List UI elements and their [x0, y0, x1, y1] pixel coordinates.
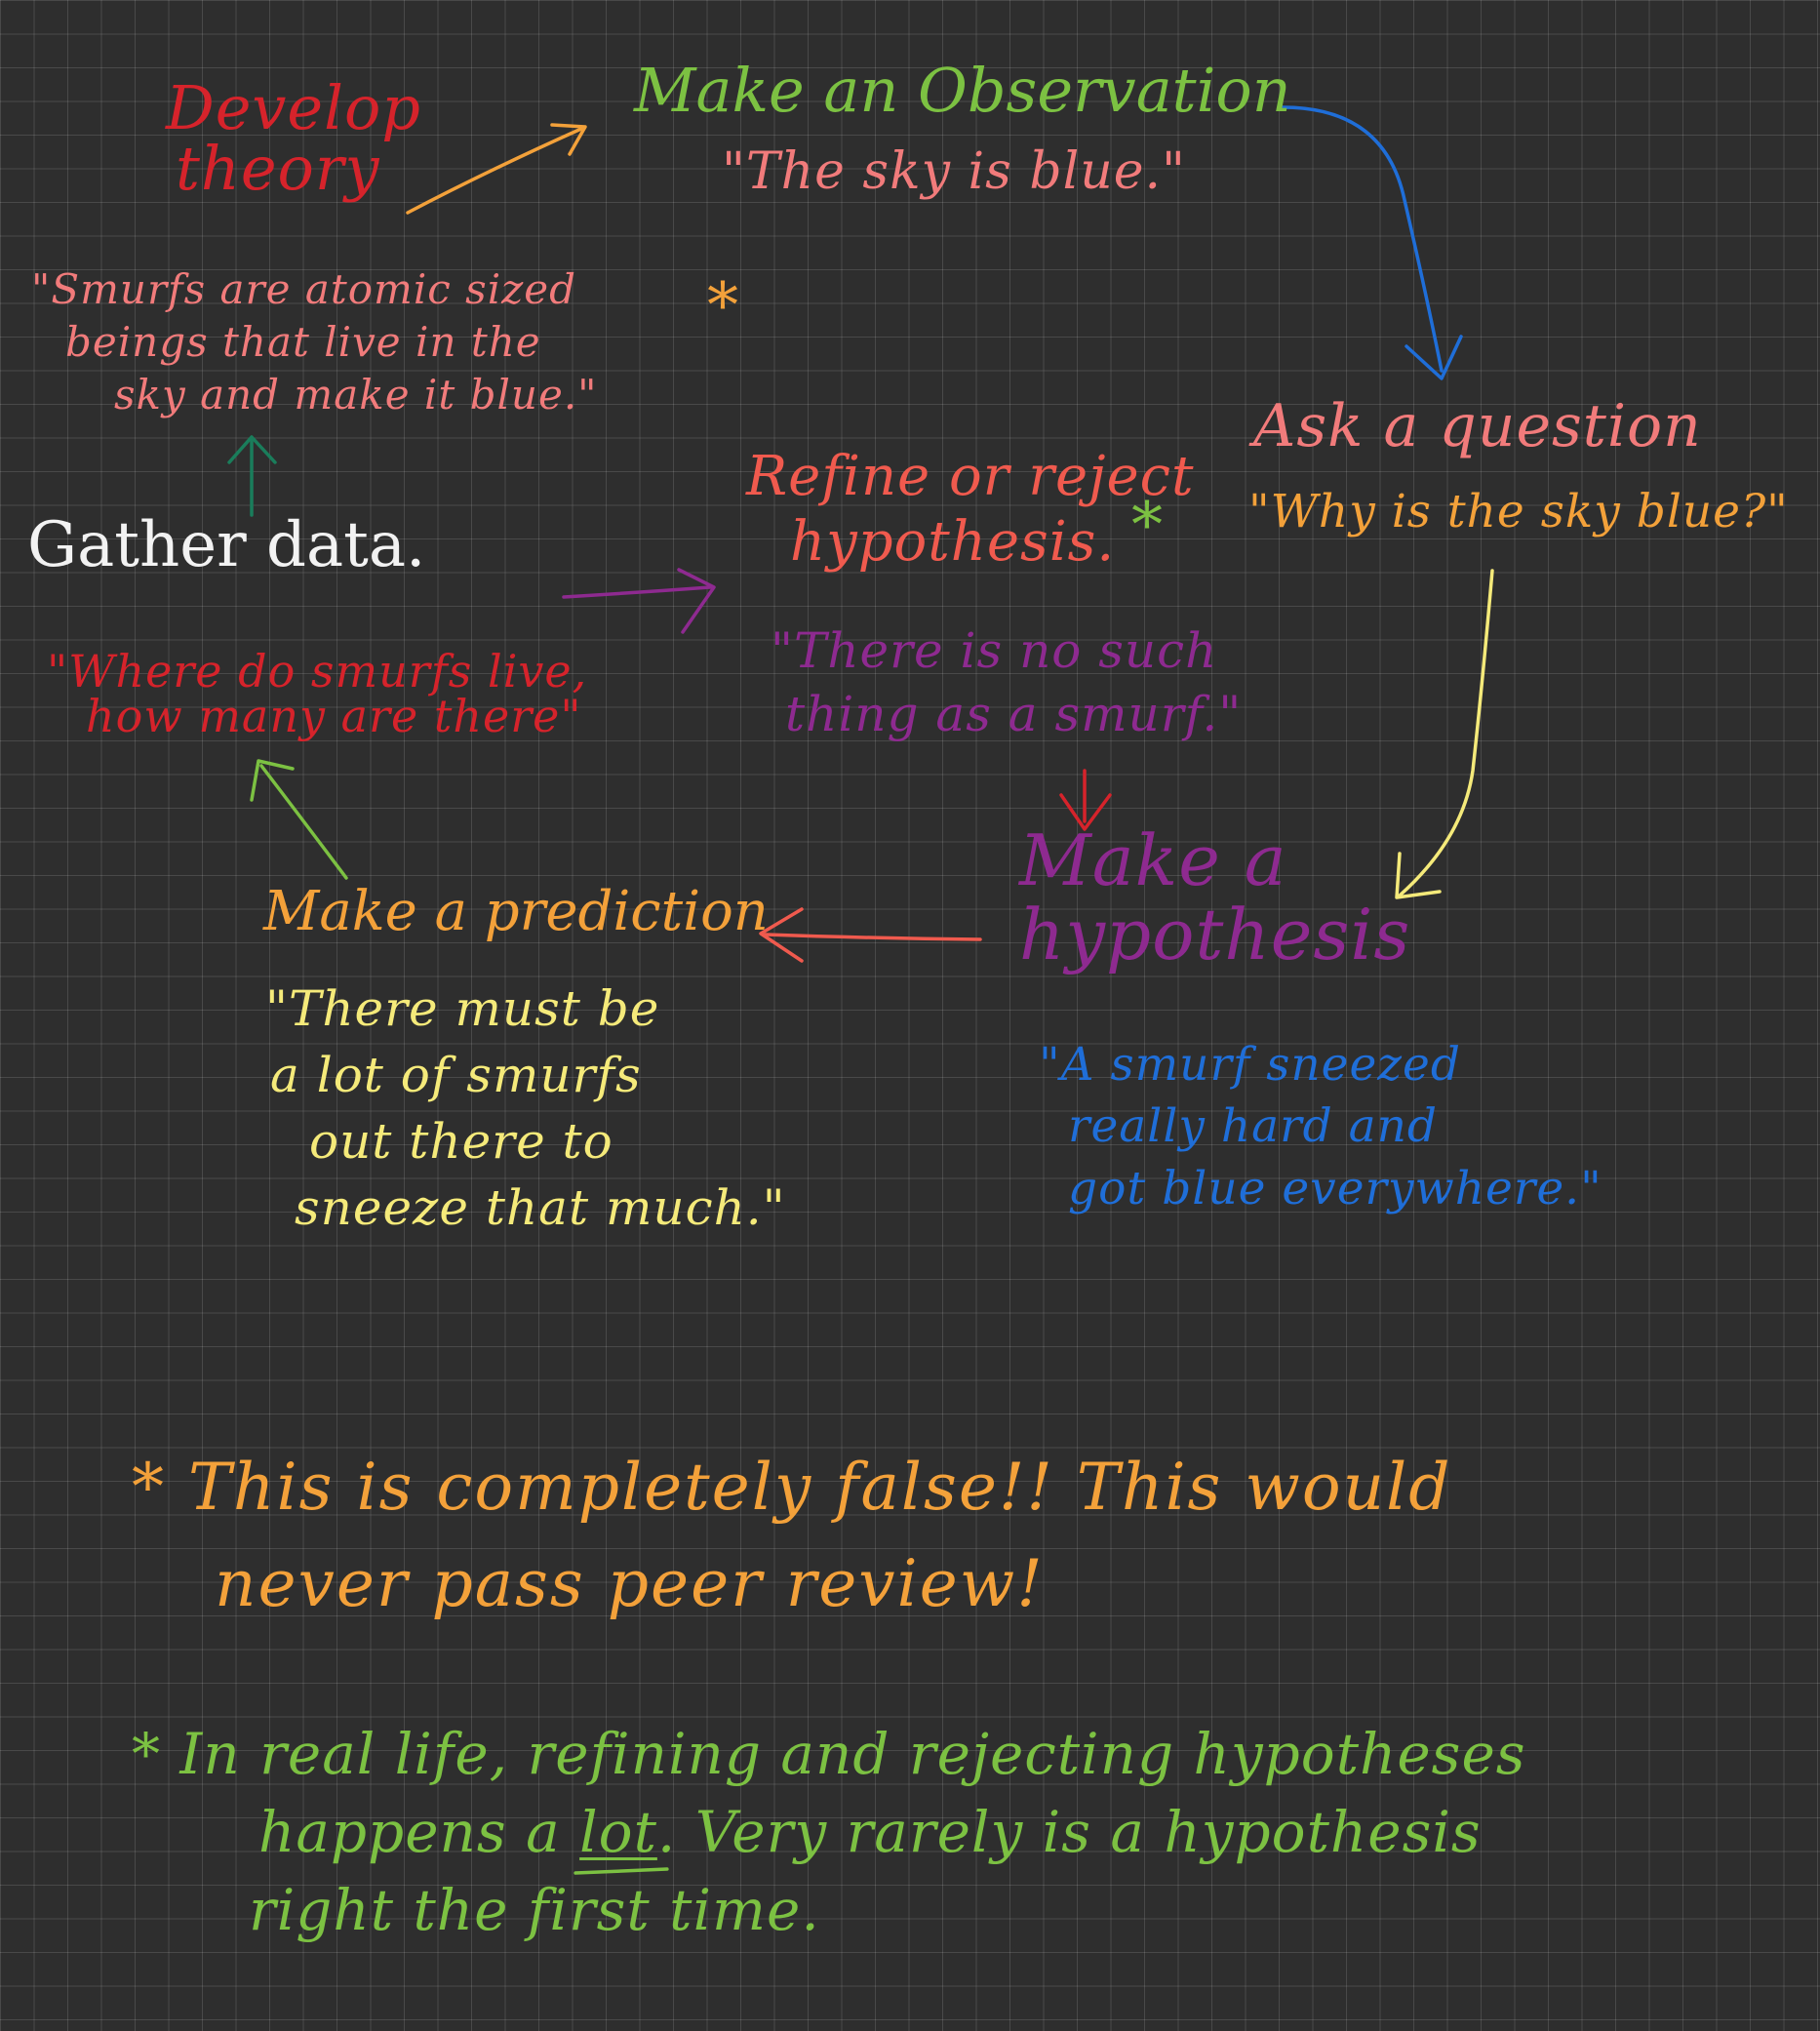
theory-asterisk: * — [707, 270, 739, 342]
footnote-peer-review: * This is completely false!! This would … — [132, 1439, 1452, 1632]
arrow-head — [227, 435, 277, 464]
arrow-prediction-to-gather — [250, 759, 348, 880]
arrow-observation-to-question — [1281, 105, 1463, 380]
develop-theory-title: Develop theory — [166, 78, 421, 199]
theory-quote-line1: "Smurfs are atomic sized — [31, 265, 577, 313]
hypothesis-quote-line2: really hard and — [1068, 1099, 1439, 1154]
theory-quote-line2: beings that live in the — [65, 317, 541, 366]
arrow-develop-theory-to-observation — [406, 123, 587, 215]
prediction-quote-line1: "There must be — [265, 980, 660, 1037]
refine-quote-line1: "There is no such — [771, 622, 1218, 679]
refine-asterisk: * — [1131, 490, 1164, 562]
arrow-question-to-hypothesis — [1395, 569, 1494, 899]
arrow-hypothesis-to-prediction — [759, 907, 982, 963]
theory-quote-line3: sky and make it blue." — [114, 370, 598, 418]
footnote-real-life: * In real life, refining and rejecting h… — [132, 1715, 1526, 1949]
arrow-line — [406, 127, 583, 215]
arrow-head — [550, 123, 587, 156]
observation-quote: "The sky is blue." — [722, 142, 1186, 201]
footnote-peer-review-line2: never pass peer review! — [215, 1546, 1045, 1621]
gather-quote: "Where do smurfs live, how many are ther… — [47, 649, 587, 738]
footnote-real-life-line2-end: . Very rarely is a hypothesis — [656, 1799, 1482, 1866]
prediction-quote-line2: a lot of smurfs — [270, 1047, 642, 1103]
theory-quote: "Smurfs are atomic sized beings that liv… — [31, 263, 597, 420]
refine-title-line2: hypothesis. — [790, 510, 1116, 575]
arrow-head — [250, 759, 295, 802]
prediction-quote: "There must be a lot of smurfs out there… — [265, 976, 786, 1241]
arrow-line — [1398, 569, 1494, 897]
prediction-title: Make a prediction — [263, 880, 769, 943]
arrow-line — [562, 585, 712, 599]
arrow-gather-to-refine — [562, 568, 716, 634]
footnote-real-life-line2: happens a lot. Very rarely is a hypothes… — [132, 1793, 1526, 1871]
footnote-peer-review-line1: * This is completely false!! This would — [132, 1450, 1452, 1525]
hypothesis-title-line1: Make a — [1019, 819, 1287, 901]
arrow-gather-to-develop-theory — [227, 435, 277, 517]
arrow-head — [677, 568, 716, 634]
prediction-quote-line4: sneeze that much." — [295, 1179, 786, 1236]
gather-quote-line2: how many are there" — [86, 690, 582, 742]
refine-title: Refine or reject hypothesis. — [746, 444, 1195, 575]
observation-title: Make an Observation — [634, 55, 1291, 126]
refine-quote-line2: thing as a smurf." — [785, 686, 1243, 742]
arrow-line — [1281, 105, 1444, 373]
arrow-line — [259, 764, 348, 880]
prediction-quote-line3: out there to — [309, 1113, 613, 1170]
arrow-line — [764, 933, 982, 941]
refine-quote: "There is no such thing as a smurf." — [771, 619, 1242, 746]
footnote-emphasis-lot: lot — [579, 1799, 657, 1866]
question-quote: "Why is the sky blue?" — [1248, 485, 1789, 538]
gather-quote-line1: "Where do smurfs live, — [47, 645, 588, 697]
refine-title-line1: Refine or reject — [746, 445, 1195, 508]
hypothesis-title-line2: hypothesis — [1019, 893, 1411, 976]
develop-theory-line1: Develop — [166, 72, 421, 143]
arrow-head — [1405, 335, 1463, 380]
gather-title: Gather data. — [27, 509, 426, 581]
hypothesis-quote-line3: got blue everywhere." — [1068, 1161, 1602, 1215]
develop-theory-line2: theory — [176, 133, 380, 204]
hypothesis-quote: "A smurf sneezed really hard and got blu… — [1039, 1034, 1602, 1219]
hypothesis-quote-line1: "A smurf sneezed — [1039, 1038, 1461, 1092]
footnote-real-life-line3: right the first time. — [249, 1877, 820, 1944]
footnote-real-life-line2-start: happens a — [258, 1799, 580, 1866]
hypothesis-title: Make a hypothesis — [1019, 819, 1411, 976]
question-title: Ask a question — [1253, 392, 1702, 460]
footnote-real-life-line1: * In real life, refining and rejecting h… — [132, 1721, 1526, 1787]
